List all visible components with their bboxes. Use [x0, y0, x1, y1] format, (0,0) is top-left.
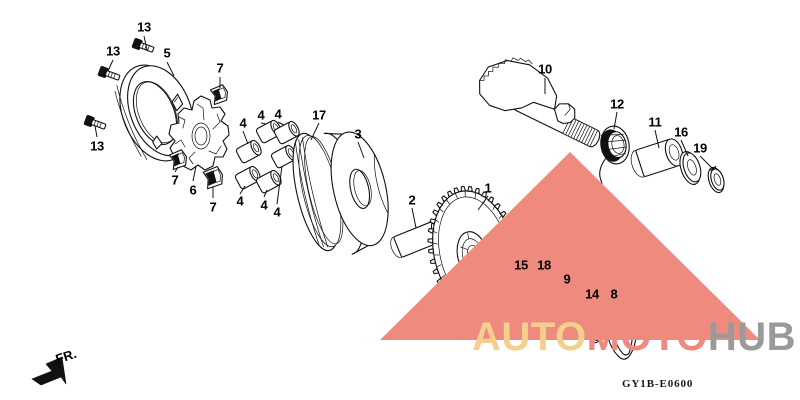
part-10-kick-starter-spindle — [479, 57, 601, 148]
part-13-flange-bolts — [83, 38, 155, 130]
callout-4f: 4 — [273, 204, 281, 220]
part-6-ramp-plate — [168, 95, 230, 171]
callout-4c: 4 — [274, 106, 282, 122]
callout-15: 15 — [514, 257, 528, 273]
callout-leader-lines — [94, 35, 715, 320]
callout-17: 17 — [312, 107, 326, 123]
callout-14: 14 — [585, 286, 599, 302]
callout-18: 18 — [537, 257, 551, 273]
part-1-drive-sprocket — [427, 185, 521, 319]
fr-direction-arrow — [31, 356, 67, 386]
callout-9: 9 — [563, 271, 571, 287]
callout-16: 16 — [674, 124, 688, 140]
callout-6: 6 — [189, 182, 197, 198]
part-11-collar-bushing — [630, 138, 684, 178]
callout-2: 2 — [408, 192, 416, 208]
callout-10: 10 — [538, 61, 552, 77]
callout-4d: 4 — [236, 193, 244, 209]
callout-19: 19 — [693, 140, 707, 156]
callout-1: 1 — [484, 180, 492, 196]
part-8-retaining-clip — [606, 311, 637, 360]
callout-7b: 7 — [171, 172, 179, 188]
part-3-drive-face — [323, 131, 389, 255]
callout-13a: 13 — [137, 19, 151, 35]
callout-8: 8 — [610, 286, 618, 302]
part-19-circlip — [707, 165, 725, 194]
callout-12: 12 — [610, 96, 624, 112]
callout-3: 3 — [354, 126, 362, 142]
callout-4e: 4 — [260, 197, 268, 213]
part-7-slider-pieces — [168, 84, 228, 190]
callout-13c: 13 — [90, 138, 104, 154]
callout-7a: 7 — [216, 60, 224, 76]
callout-13b: 13 — [106, 43, 120, 59]
callout-5: 5 — [163, 45, 171, 61]
callout-4a: 4 — [239, 115, 247, 131]
callout-7c: 7 — [209, 199, 217, 215]
diagram-part-number: GY1B-E0600 — [622, 378, 694, 390]
callout-11: 11 — [648, 114, 662, 130]
callout-4b: 4 — [257, 107, 265, 123]
